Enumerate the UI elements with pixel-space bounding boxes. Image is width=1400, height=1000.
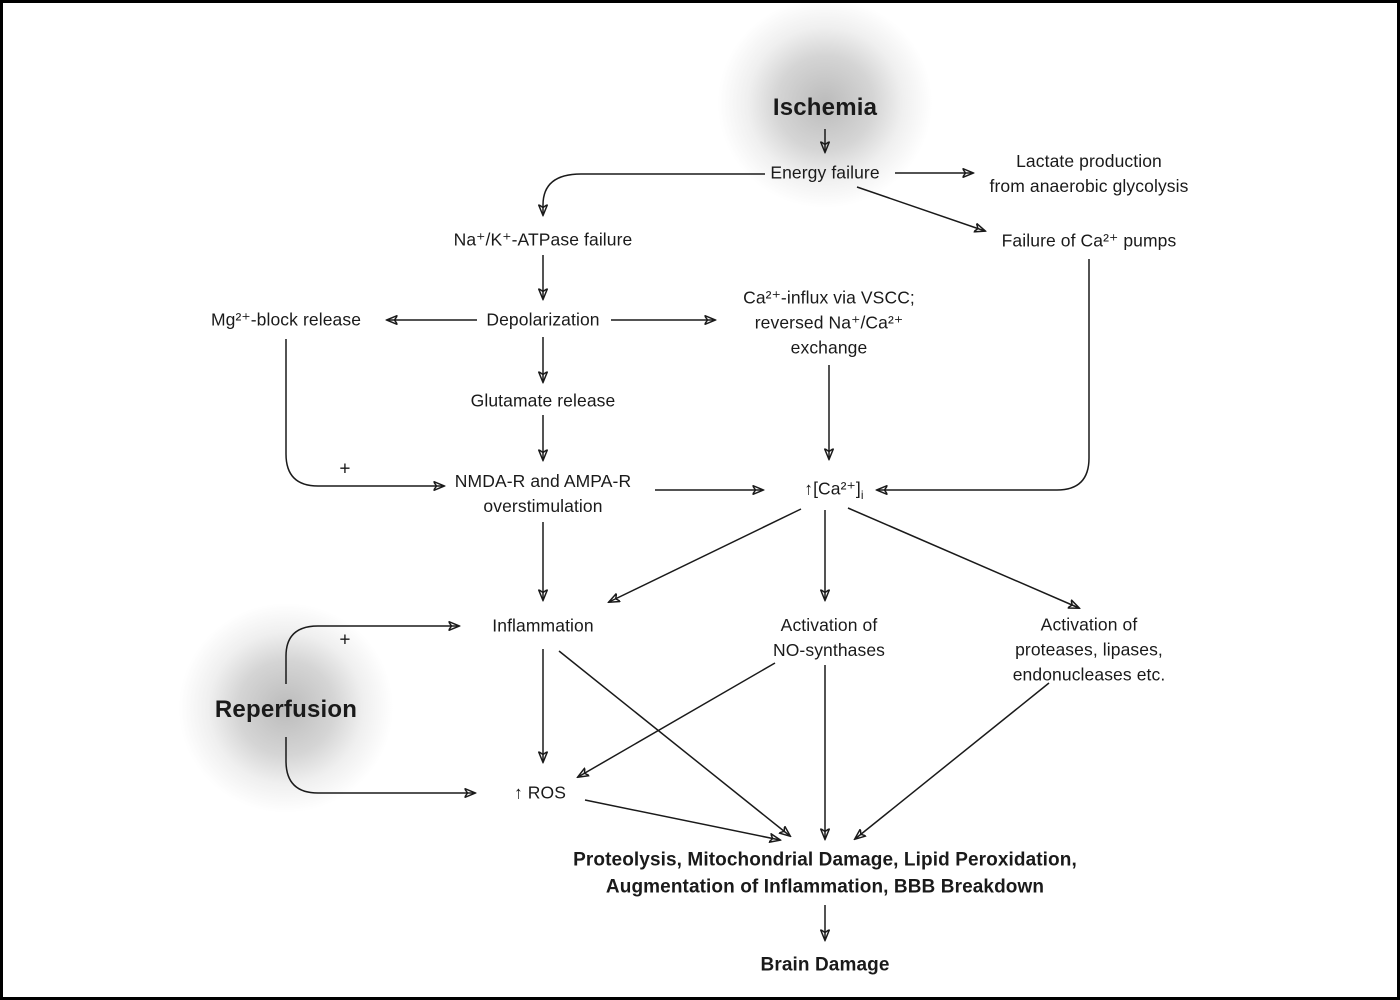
node-proteases-lipases: Activation of proteases, lipases, endonu… [1012,614,1166,685]
arrow-intracellular-calcium-to-inflammation [609,508,802,602]
arrow-ca-pumps-to-intracellular-calcium [877,259,1090,490]
node-damage-cascade: Proteolysis, Mitochondrial Damage, Lipid… [573,849,1077,897]
arrow-intracellular-calcium-to-proteases [847,507,1079,608]
plus-label-reperfusion-to-inflammation: + [339,629,351,651]
arrow-energy-failure-to-nak-atpase [543,173,765,215]
node-inflammation: Inflammation [492,615,594,636]
node-lactate-production: Lactate production from anaerobic glycol… [989,151,1189,196]
intracellular-calcium-subscript: i [860,487,864,502]
node-ros: ↑ ROS [513,782,567,803]
arrow-inflammation-to-damage-cascade [558,650,790,836]
reperfusion-highlight-blob [178,603,394,813]
node-ischemia: Ischemia [772,93,878,121]
node-reperfusion: Reperfusion [214,695,358,723]
arrow-reperfusion-to-inflammation [285,626,459,684]
node-energy-failure: Energy failure [770,162,880,183]
plus-label-mg-to-nmda: + [339,458,351,480]
node-brain-damage: Brain Damage [760,954,890,976]
arrows-layer [285,129,1090,1000]
node-nak-atpase-failure: Na⁺/K⁺-ATPase failure [453,229,633,250]
arrow-energy-failure-to-ca-pumps [856,186,985,231]
node-glutamate-release: Glutamate release [470,390,616,411]
node-ca-pump-failure: Failure of Ca²⁺ pumps [1001,230,1177,251]
node-intracellular-calcium: ↑[Ca²⁺]i [784,451,863,528]
node-no-synthases: Activation of NO-synthases [772,615,886,660]
arrow-no-synthases-to-ros [578,662,776,777]
node-mg-block-release: Mg²⁺-block release [210,309,362,330]
arrow-reperfusion-to-ros [285,737,475,793]
intracellular-calcium-label: ↑[Ca²⁺] [804,478,861,499]
node-ca-influx-vscc: Ca²⁺-influx via VSCC; reversed Na⁺/Ca²⁺ … [743,287,915,358]
node-depolarization: Depolarization [486,309,600,330]
node-nmda-ampa-overstimulation: NMDA-R and AMPA-R overstimulation [454,471,632,516]
arrow-proteases-to-damage-cascade [855,682,1050,839]
arrow-mg-block-to-nmda [285,339,444,486]
arrow-ros-to-damage-cascade [584,799,780,840]
